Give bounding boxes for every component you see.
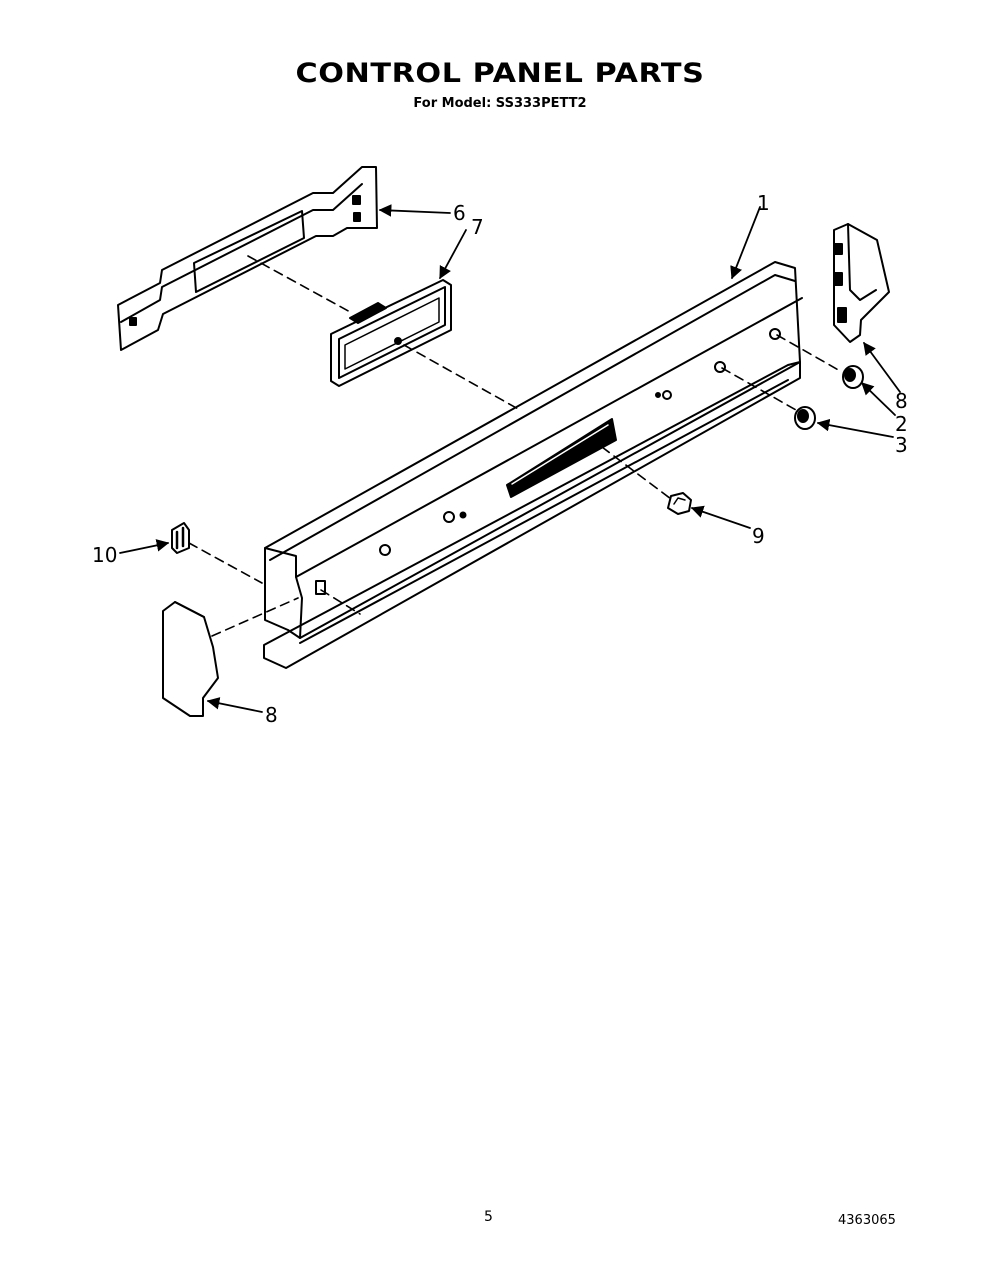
knob-part-2 — [842, 365, 864, 389]
control-panel-part-1 — [263, 261, 803, 669]
callout-7: 7 — [471, 215, 484, 239]
page-number: 5 — [484, 1209, 493, 1225]
callout-10: 10 — [92, 543, 117, 567]
document-number: 4363065 — [838, 1213, 896, 1228]
callout-3: 3 — [895, 433, 908, 457]
clip-part-10 — [171, 522, 190, 554]
callout-2: 2 — [895, 412, 908, 436]
end-cap-part-8-right — [833, 223, 890, 343]
end-cap-part-8-left — [162, 601, 219, 717]
model-subtitle: For Model: SS333PETT2 — [413, 96, 587, 111]
callout-leaders — [119, 204, 901, 713]
callout-1: 1 — [757, 191, 770, 215]
button-part-9 — [667, 492, 692, 515]
callout-9: 9 — [752, 524, 765, 548]
knob-part-3 — [794, 406, 816, 430]
callout-8-right: 8 — [895, 389, 908, 413]
page-title: CONTROL PANEL PARTS — [295, 58, 705, 89]
bracket-part-6 — [117, 166, 378, 351]
callout-6: 6 — [453, 201, 466, 225]
callout-8-left: 8 — [265, 703, 278, 727]
display-bezel-part-7 — [330, 279, 452, 387]
assembly-lines — [188, 255, 843, 637]
